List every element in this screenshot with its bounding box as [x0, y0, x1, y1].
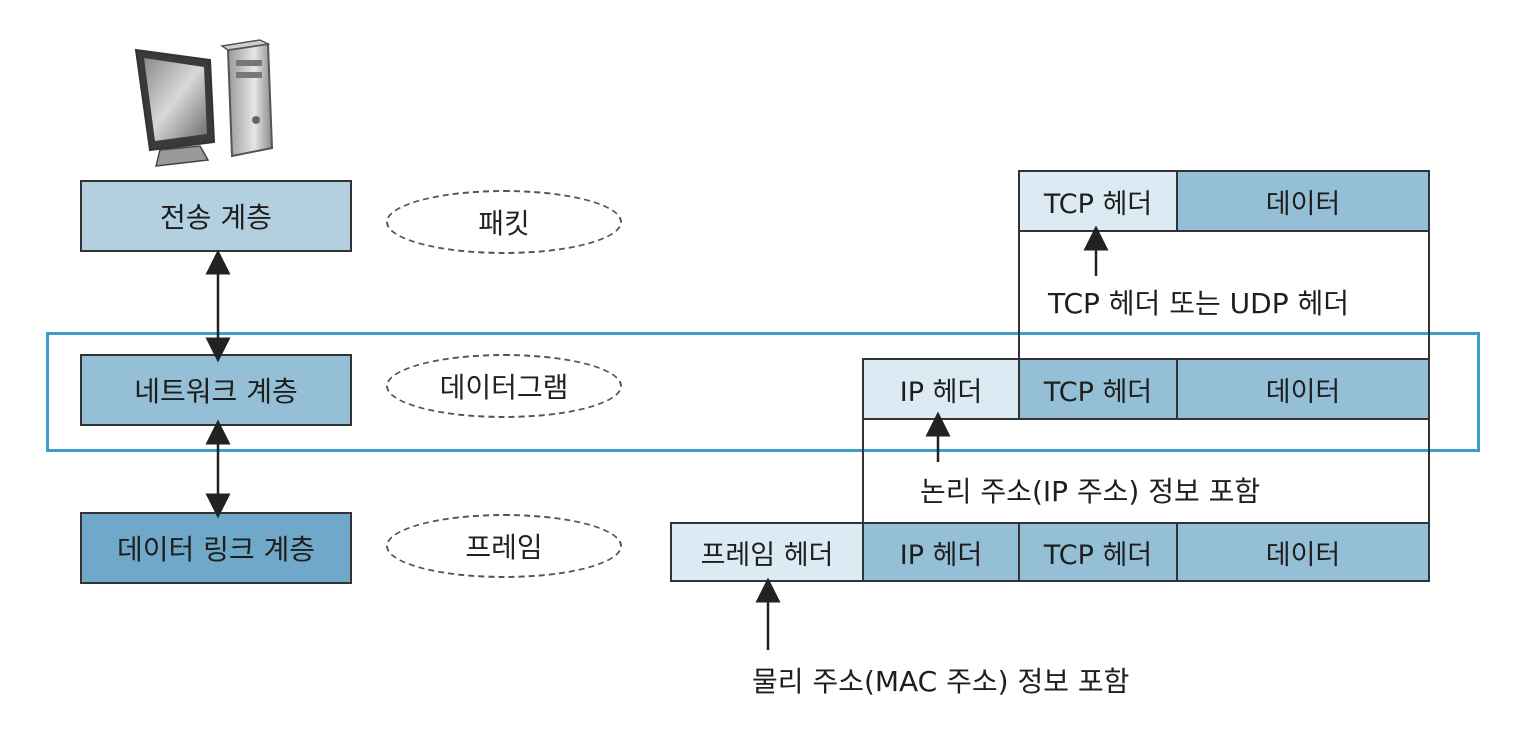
network-tcp-header-label: TCP 헤더: [1043, 376, 1153, 408]
datalink-layer-box: 데이터 링크 계층: [80, 512, 352, 584]
transport-data-label: 데이터: [1265, 188, 1341, 220]
packet-label: 패킷: [478, 207, 530, 240]
logical-address-note: 논리 주소(IP 주소) 정보 포함: [920, 475, 1261, 508]
datalink-data-label: 데이터: [1265, 539, 1341, 571]
packet-oval: 패킷: [386, 190, 622, 254]
datalink-frame-header-label: 프레임 헤더: [700, 539, 834, 571]
datalink-ip-header-label: IP 헤더: [899, 539, 983, 571]
network-ip-header-cell: IP 헤더: [862, 358, 1020, 420]
datagram-label: 데이터그램: [439, 371, 569, 404]
datalink-layer-label: 데이터 링크 계층: [116, 533, 316, 566]
datalink-frame-header-cell: 프레임 헤더: [670, 522, 864, 582]
frame-label: 프레임: [465, 531, 543, 564]
transport-tcp-header-cell: TCP 헤더: [1018, 170, 1178, 232]
datalink-tcp-header-cell: TCP 헤더: [1018, 522, 1178, 582]
transport-tcp-header-label: TCP 헤더: [1043, 188, 1153, 220]
network-data-cell: 데이터: [1176, 358, 1430, 420]
physical-address-note: 물리 주소(MAC 주소) 정보 포함: [752, 665, 1130, 698]
network-data-label: 데이터: [1265, 376, 1341, 408]
datalink-tcp-header-label: TCP 헤더: [1043, 539, 1153, 571]
network-ip-header-label: IP 헤더: [899, 376, 983, 408]
transport-data-cell: 데이터: [1176, 170, 1430, 232]
datagram-oval: 데이터그램: [386, 354, 622, 418]
network-layer-label: 네트워크 계층: [134, 375, 298, 408]
network-layer-box: 네트워크 계층: [80, 354, 352, 426]
network-layer-highlight: [46, 332, 1480, 452]
transport-layer-box: 전송 계층: [80, 180, 352, 252]
frame-oval: 프레임: [386, 514, 622, 578]
datalink-ip-header-cell: IP 헤더: [862, 522, 1020, 582]
transport-layer-label: 전송 계층: [160, 201, 272, 234]
tcp-udp-note: TCP 헤더 또는 UDP 헤더: [1048, 287, 1350, 320]
datalink-data-cell: 데이터: [1176, 522, 1430, 582]
